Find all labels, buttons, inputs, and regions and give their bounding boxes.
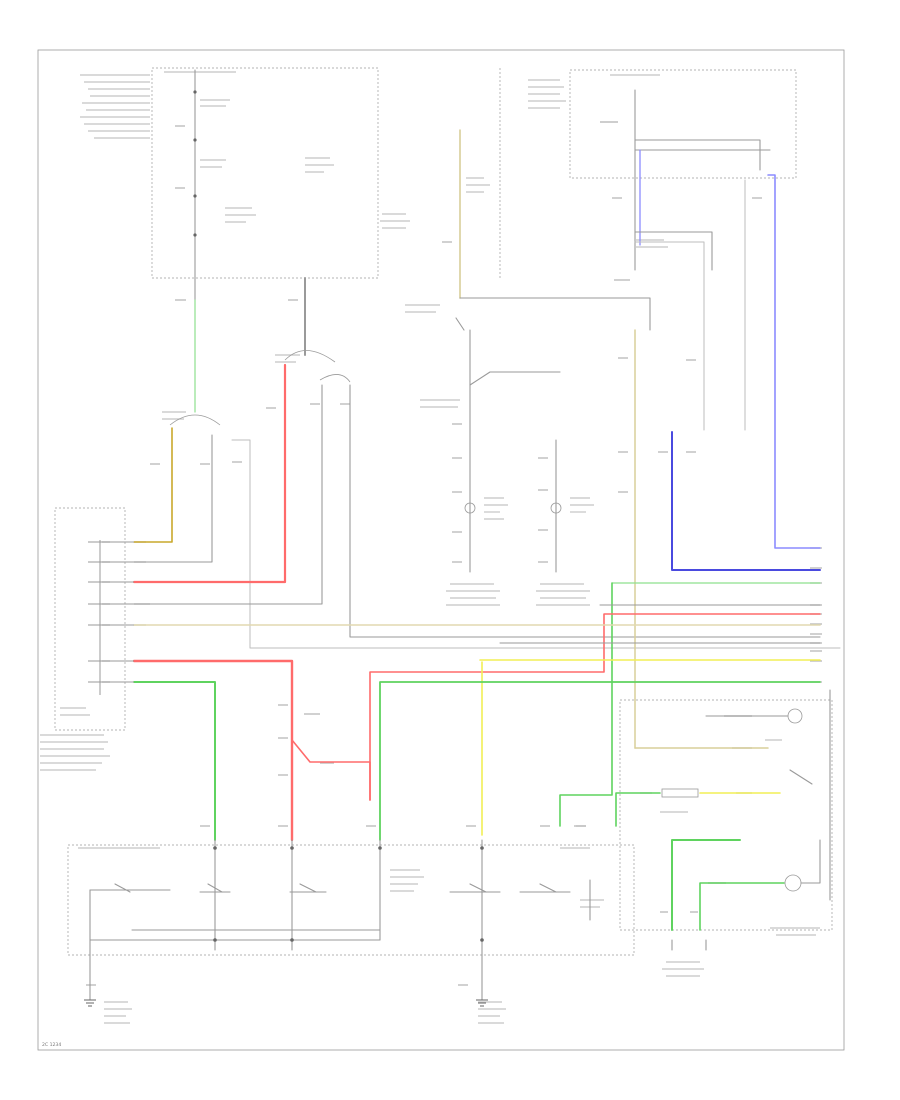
fuse-symbols-left xyxy=(193,90,197,237)
door-switch-blade xyxy=(789,769,813,785)
diagram-frame xyxy=(37,49,845,1051)
green-wire-harness-drop xyxy=(559,582,613,827)
room-lamp-icon xyxy=(464,502,476,514)
blue-wire-right xyxy=(767,174,821,549)
green-wire-lower-left xyxy=(133,681,216,841)
master-switch-internals xyxy=(89,839,591,1001)
left-ground-connector xyxy=(169,414,221,426)
ground-symbol-center xyxy=(476,999,488,1007)
diagram-code: 2C 1234 xyxy=(42,1042,61,1048)
blue-wire-main xyxy=(671,431,821,571)
right-relay-dashes-2 xyxy=(634,241,705,431)
red-harness xyxy=(369,613,821,801)
unreadable-label-blocks xyxy=(40,71,820,1024)
gray-wire-left-b xyxy=(231,439,841,649)
left-connector-block xyxy=(54,507,126,731)
relay-box-lines xyxy=(634,139,761,171)
connector-pins xyxy=(88,540,134,695)
power-window-master-switch-box xyxy=(67,844,635,956)
ground-symbol-left xyxy=(84,999,96,1007)
center-switch-link xyxy=(469,371,561,386)
tan-wire-left xyxy=(133,427,173,543)
green-wire-lamp-2 xyxy=(699,882,785,931)
gray-wire-mid-b xyxy=(349,384,821,638)
mid-ground-connector xyxy=(284,350,336,363)
red-wire-lower xyxy=(132,659,294,842)
lower-right-switch-box xyxy=(619,699,833,931)
trunk-lamp-icon xyxy=(784,874,802,892)
right-relay-dashes xyxy=(634,231,713,271)
red-wire-crossover xyxy=(291,739,371,801)
lamp-return xyxy=(800,839,821,884)
courtesy-lamp-icon xyxy=(550,502,562,514)
junction-dots xyxy=(213,846,484,942)
red-wire-upper xyxy=(132,363,287,584)
upper-bus xyxy=(459,297,651,331)
switch-blade-upper xyxy=(455,317,465,331)
green-yellow-wire-switch xyxy=(615,792,661,827)
door-lamp-icon-upper xyxy=(787,708,803,724)
mid-ground-connector-2 xyxy=(319,374,351,383)
under-dash-fuse-box xyxy=(151,67,379,279)
upper-right-relay-box xyxy=(569,69,797,179)
gray-wire-left-a xyxy=(133,434,213,563)
green-harness-bottom xyxy=(379,681,821,841)
diode-symbol xyxy=(661,788,699,798)
green-wire-lamp xyxy=(671,839,741,931)
gray-wire-mid xyxy=(133,384,323,605)
